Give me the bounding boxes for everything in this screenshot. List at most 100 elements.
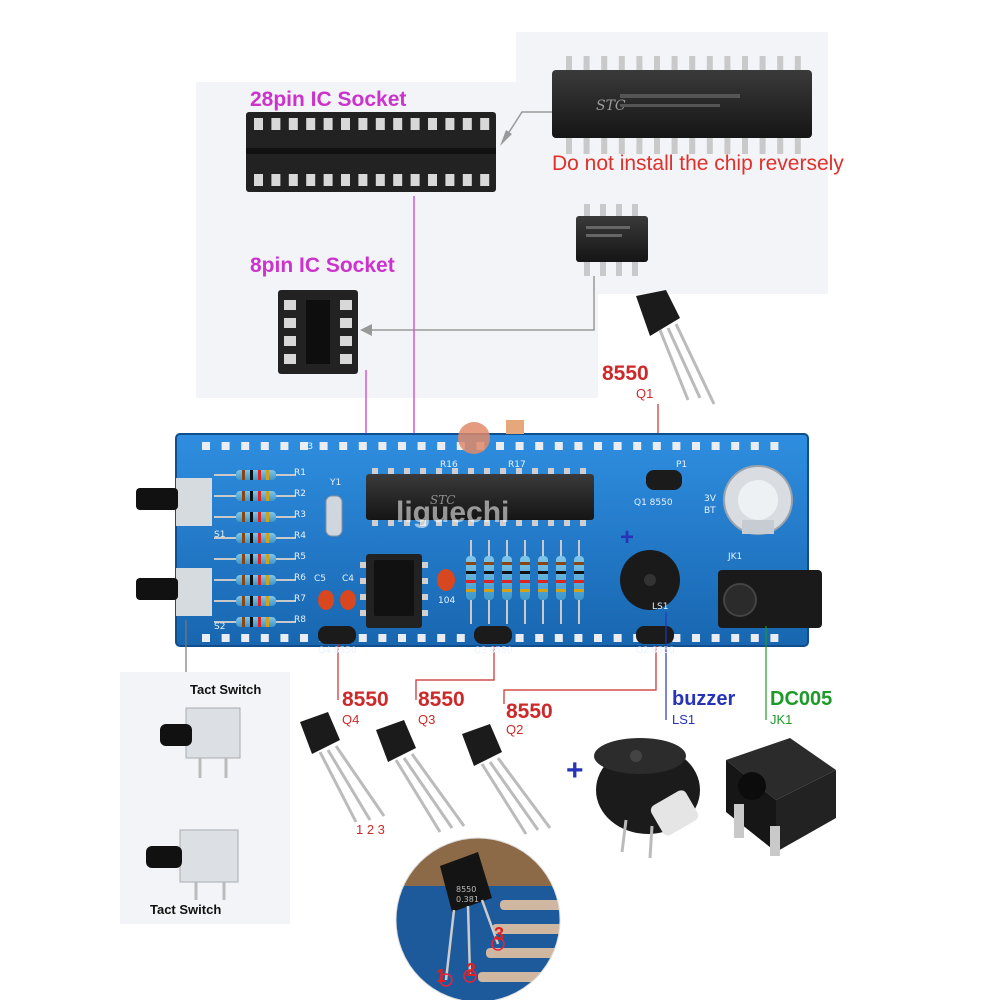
- resistor-band: [556, 562, 566, 565]
- header-pad: [574, 634, 583, 642]
- mcu-leg: [404, 520, 410, 526]
- socket-pin: [340, 318, 352, 328]
- label-tact-switch-2: Tact Switch: [150, 902, 222, 917]
- header-pad: [221, 442, 230, 450]
- resistor-band: [520, 589, 530, 592]
- arrow-8pin-to-socket8: [370, 276, 595, 331]
- resistor-band: [520, 580, 530, 583]
- resistor-band: [250, 554, 253, 564]
- header-pad: [770, 634, 779, 642]
- header-pad: [221, 634, 230, 642]
- header-pad: [280, 634, 289, 642]
- header-pad: [554, 442, 563, 450]
- socket-pin: [271, 174, 281, 186]
- chip-leg: [654, 138, 660, 154]
- header-pad: [672, 634, 681, 642]
- eeprom-chip-8pin: [576, 204, 648, 276]
- chip-leg: [583, 138, 590, 154]
- mcu-leg: [548, 520, 554, 526]
- pcb-label-p1: P1: [676, 460, 688, 470]
- header-pad: [456, 634, 465, 642]
- header-pad: [202, 634, 210, 642]
- header-pad: [202, 442, 210, 450]
- header-pad: [692, 634, 700, 642]
- svg-text:0.381: 0.381: [456, 895, 479, 904]
- header-pad: [711, 442, 720, 450]
- mcu-leg: [420, 520, 426, 526]
- resistor-band: [250, 575, 253, 585]
- header-pad: [554, 634, 563, 642]
- label-8pin-socket: 8pin IC Socket: [250, 254, 395, 277]
- header-pad: [260, 442, 269, 450]
- pcb-label-3v: 3V: [704, 494, 716, 504]
- label-q2-ref: Q2: [506, 722, 524, 737]
- socket-pin: [340, 300, 352, 310]
- q1-transistor: [636, 290, 716, 405]
- resistor-band: [242, 533, 245, 543]
- chip-leg: [724, 138, 731, 154]
- arrow-chip-to-socket28: [503, 111, 552, 141]
- socket-pin: [462, 118, 472, 130]
- chip-leg: [566, 138, 572, 154]
- socket-pin: [341, 118, 350, 130]
- pcb-label-y1: Y1: [330, 478, 342, 488]
- socket-pin: [341, 174, 350, 186]
- warning-text: Do not install the chip reversely: [552, 152, 844, 175]
- pcb-label-ls1: LS1: [652, 602, 669, 612]
- mcu-leg: [500, 468, 506, 474]
- header-pad: [750, 634, 759, 642]
- resistor-band: [258, 512, 261, 522]
- resistor-band: [484, 571, 494, 574]
- pcb-label-s1: S1: [214, 530, 226, 540]
- pcb-label-q2: Q2 8550: [636, 646, 675, 656]
- resistor-band: [250, 617, 253, 627]
- pcb-label-r7: R7: [294, 594, 306, 604]
- resistor-band: [250, 596, 253, 606]
- header-pad: [339, 442, 348, 450]
- socket-pin: [445, 174, 455, 186]
- header-pad: [613, 442, 622, 450]
- label-q3-ref: Q3: [418, 712, 436, 727]
- socket-pin: [284, 354, 296, 364]
- header-pad: [731, 634, 740, 642]
- chip-leg: [583, 56, 590, 70]
- chip-leg: [618, 138, 625, 154]
- socket-pin: [254, 174, 263, 186]
- mcu-leg: [564, 468, 570, 474]
- mcu-leg: [484, 520, 490, 526]
- resistor-band: [466, 571, 476, 574]
- header-pad: [358, 634, 367, 642]
- ic-socket-28pin: [246, 112, 496, 192]
- pcb-label-r6: R6: [294, 573, 306, 583]
- header-pad: [515, 442, 524, 450]
- resistor-band: [538, 571, 548, 574]
- header-pad: [437, 442, 446, 450]
- header-pad: [711, 634, 720, 642]
- pcb-label-bt: BT: [704, 506, 716, 516]
- header-pad: [652, 442, 661, 450]
- chip-leg: [724, 56, 731, 70]
- tact-switch-1: [160, 707, 241, 778]
- socket-pin: [254, 118, 263, 130]
- socket-pin: [410, 118, 420, 130]
- inset-pin-2: 2: [466, 960, 477, 980]
- q3-transistor: [376, 720, 466, 833]
- resistor-band: [250, 512, 253, 522]
- resistor-band: [242, 617, 245, 627]
- header-pad: [750, 442, 759, 450]
- socket-pin: [284, 300, 296, 310]
- pcb-label-r5: R5: [294, 552, 306, 562]
- chip-leg: [742, 138, 748, 154]
- inset-pin-1: 1: [436, 966, 447, 986]
- chip-leg: [689, 138, 696, 154]
- inset-photo: 8550 0.381: [396, 838, 560, 1000]
- socket-pin: [271, 118, 281, 130]
- pcb-label-r17: R17: [508, 460, 526, 470]
- pcb-label-r8: R8: [294, 615, 306, 625]
- socket-pin: [375, 174, 385, 186]
- pcb-label-r1: R1: [294, 468, 306, 478]
- resistor-band: [258, 575, 261, 585]
- resistor-band: [556, 580, 566, 583]
- resistor-band: [242, 575, 245, 585]
